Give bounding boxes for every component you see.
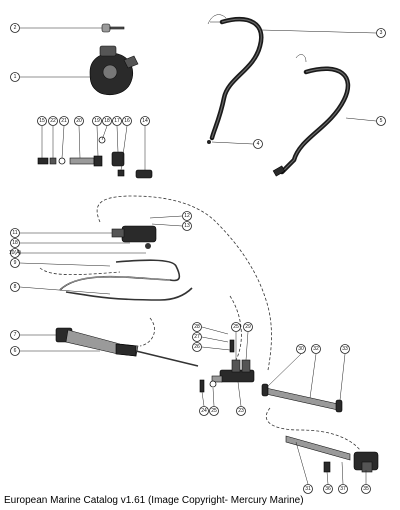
svg-text:19: 19 (94, 118, 100, 124)
valve-body (111, 225, 157, 249)
tie-bar-clamp (211, 359, 255, 383)
callout-36: 36 (323, 484, 333, 494)
callout-37: 37 (338, 484, 348, 494)
svg-text:27: 27 (194, 334, 200, 340)
svg-text:37: 37 (340, 486, 346, 492)
bolt (229, 339, 235, 353)
callout-27: 27 (192, 332, 202, 342)
svg-text:18: 18 (104, 118, 110, 124)
callout-26: 26 (192, 342, 202, 352)
hose-fitting (207, 140, 211, 144)
svg-text:25: 25 (211, 408, 217, 414)
callout-3: 3 (376, 28, 386, 38)
callout-2: 2 (10, 23, 20, 33)
callout-13: 13 (182, 221, 192, 231)
hose-upper (207, 14, 264, 141)
tie-bar-tube (261, 383, 343, 413)
svg-text:26: 26 (194, 344, 200, 350)
callout-25b: 25 (209, 406, 219, 416)
callout-18a: 18 (102, 116, 112, 126)
tie-bar-rod (285, 435, 351, 461)
callout-35: 35 (361, 484, 371, 494)
callout-12: 12 (182, 211, 192, 221)
small-bolt (323, 461, 331, 473)
callout-14: 14 (140, 116, 150, 126)
callout-1: 1 (10, 72, 20, 82)
svg-text:8: 8 (14, 284, 17, 290)
callout-4: 4 (253, 139, 263, 149)
svg-text:14: 14 (142, 118, 148, 124)
steering-cylinder (55, 327, 199, 367)
callout-24: 24 (199, 406, 209, 416)
svg-text:2: 2 (14, 25, 17, 31)
callout-11: 11 (10, 228, 20, 238)
svg-text:13: 13 (184, 223, 190, 229)
tie-bar-end (353, 451, 379, 473)
callout-9: 9 (10, 258, 20, 268)
svg-text:36: 36 (325, 486, 331, 492)
svg-text:9: 9 (14, 260, 17, 266)
callout-6: 6 (10, 346, 20, 356)
callout-5: 5 (376, 116, 386, 126)
svg-text:4: 4 (257, 141, 260, 147)
pump-cap (101, 23, 125, 33)
callout-7: 7 (10, 330, 20, 340)
svg-text:24: 24 (201, 408, 207, 414)
svg-text:5: 5 (380, 118, 383, 124)
svg-text:33: 33 (342, 346, 348, 352)
svg-text:23: 23 (238, 408, 244, 414)
callout-17: 17 (112, 116, 122, 126)
svg-text:3: 3 (380, 30, 383, 36)
svg-text:18: 18 (12, 240, 18, 246)
bolt-lower (199, 379, 205, 393)
callout-33: 33 (340, 344, 350, 354)
svg-text:29: 29 (245, 324, 251, 330)
small-hardware-row (37, 136, 153, 179)
callout-22: 22 (48, 116, 58, 126)
svg-text:28: 28 (194, 324, 200, 330)
svg-text:22: 22 (50, 118, 56, 124)
callout-15a: 15 (37, 116, 47, 126)
callout-23: 23 (236, 406, 246, 416)
callout-16: 16 (122, 116, 132, 126)
svg-text:16: 16 (124, 118, 130, 124)
svg-text:15: 15 (39, 118, 45, 124)
callout-18b: 18 (10, 238, 20, 248)
callout-29: 29 (243, 322, 253, 332)
caption: European Marine Catalog v1.61 (Image Cop… (4, 495, 304, 506)
svg-text:11: 11 (12, 230, 17, 236)
callout-25: 25 (231, 322, 241, 332)
svg-text:1: 1 (14, 74, 17, 80)
hose-lower (272, 54, 351, 177)
callout-10: 10(A) (9, 248, 22, 258)
callout-19: 19 (92, 116, 102, 126)
callout-32: 32 (311, 344, 321, 354)
callout-21: 21 (59, 116, 69, 126)
svg-text:17: 17 (114, 118, 120, 124)
callout-20: 20 (74, 116, 84, 126)
svg-text:31: 31 (305, 486, 311, 492)
svg-text:6: 6 (14, 348, 17, 354)
svg-text:25: 25 (233, 324, 239, 330)
svg-text:35: 35 (363, 486, 369, 492)
svg-text:10(A): 10(A) (9, 250, 22, 256)
svg-text:30: 30 (298, 346, 304, 352)
svg-text:32: 32 (313, 346, 319, 352)
callout-31: 31 (303, 484, 313, 494)
svg-text:21: 21 (61, 118, 67, 124)
callout-30: 30 (296, 344, 306, 354)
svg-text:12: 12 (184, 213, 190, 219)
svg-text:20: 20 (76, 118, 82, 124)
svg-text:7: 7 (14, 332, 17, 338)
callout-8: 8 (10, 282, 20, 292)
callout-28: 28 (192, 322, 202, 332)
power-steering-pump (89, 45, 139, 96)
